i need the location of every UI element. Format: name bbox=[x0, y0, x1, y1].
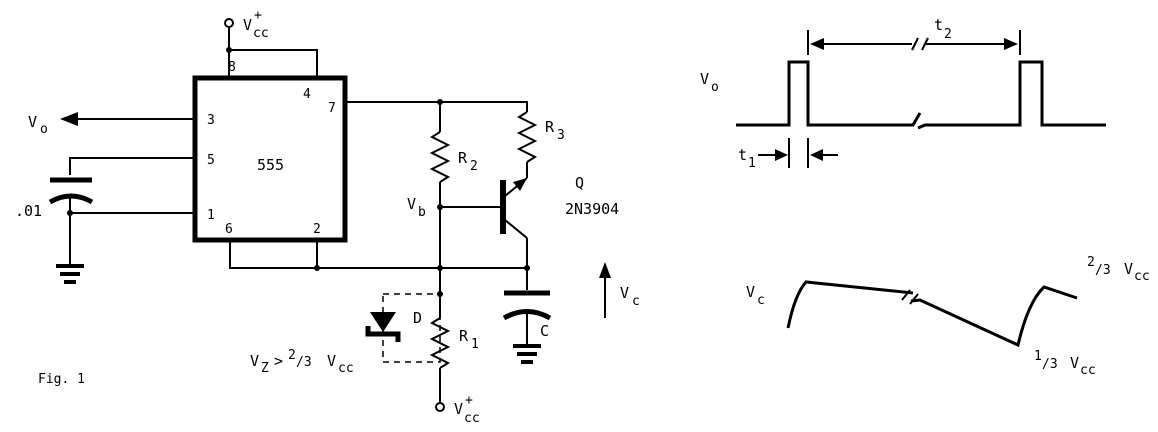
t2-sub: 2 bbox=[944, 27, 952, 42]
vz-tail-sub: cc bbox=[338, 361, 354, 376]
timing-labels: V o t 2 t 1 V c 2 /3 V cc 1 /3 V cc bbox=[700, 16, 1150, 378]
ground-symbol-left bbox=[56, 264, 84, 284]
r3-label: R bbox=[545, 118, 555, 136]
vz-relation: > bbox=[274, 352, 283, 370]
timing-diagrams bbox=[736, 30, 1106, 348]
upper-threshold-num: 2 bbox=[1087, 255, 1095, 270]
vz-tail: V bbox=[327, 352, 336, 370]
vcc-bottom-sub: cc bbox=[464, 411, 480, 426]
vcc-top-label: V bbox=[243, 16, 252, 34]
vz-sub: Z bbox=[261, 361, 269, 376]
pin-1: 1 bbox=[207, 208, 215, 223]
cap-value-label: .01 bbox=[15, 202, 42, 220]
vcc-bottom-label: V bbox=[454, 400, 463, 418]
vc-arrow-sub: c bbox=[632, 294, 640, 309]
vb-label: V bbox=[407, 195, 416, 213]
timing-vo-sub: o bbox=[711, 80, 719, 95]
transistor-part: 2N3904 bbox=[565, 200, 619, 218]
timing-vc-label: V bbox=[746, 283, 755, 301]
r2-label: R bbox=[458, 149, 468, 167]
pin-8: 8 bbox=[228, 60, 236, 75]
vcc-top-sup: + bbox=[254, 8, 262, 23]
vo-output-sub: o bbox=[40, 122, 48, 137]
lower-threshold-den: /3 bbox=[1042, 357, 1058, 372]
timing-vo-label: V bbox=[700, 70, 709, 88]
r1-label: R bbox=[459, 327, 469, 345]
resistor-r1 bbox=[429, 317, 451, 369]
upper-threshold-tail: V bbox=[1124, 260, 1133, 278]
vc-arrow-label: V bbox=[620, 284, 629, 302]
lower-threshold-num: 1 bbox=[1034, 349, 1042, 364]
r1-sub: 1 bbox=[471, 337, 479, 352]
pin-4: 4 bbox=[303, 87, 311, 102]
vb-sub: b bbox=[418, 205, 426, 220]
vcc-top-terminal bbox=[224, 18, 234, 28]
pin-2: 2 bbox=[313, 222, 321, 237]
zener-diode-d bbox=[365, 312, 401, 342]
vc-arrow-head bbox=[599, 262, 611, 278]
cap-001-plate-bottom bbox=[48, 193, 94, 205]
pin-6: 6 bbox=[225, 222, 233, 237]
ground-symbol-right bbox=[513, 344, 541, 364]
zener-dashed-box bbox=[382, 293, 441, 363]
vcc-top-sub: cc bbox=[253, 26, 269, 41]
diode-label: D bbox=[413, 309, 422, 327]
vz-num: 2 bbox=[288, 348, 296, 363]
pin-7: 7 bbox=[328, 101, 336, 116]
vc-waveform bbox=[786, 280, 914, 329]
lower-threshold-tail: V bbox=[1070, 354, 1079, 372]
t1-label: t bbox=[738, 146, 747, 164]
vo-waveform bbox=[736, 60, 922, 127]
t1-sub: 1 bbox=[748, 156, 756, 171]
upper-threshold-den: /3 bbox=[1095, 263, 1111, 278]
schematic bbox=[48, 18, 611, 412]
r2-sub: 2 bbox=[470, 159, 478, 174]
schematic-labels: V + cc 8 4 7 3 5 1 6 2 555 V o .01 R 2 R… bbox=[15, 8, 640, 426]
cap-c-plate-bottom bbox=[502, 309, 552, 321]
vo-output-label: V bbox=[28, 113, 37, 131]
output-arrow bbox=[60, 112, 78, 126]
figure-caption: Fig. 1 bbox=[38, 372, 85, 387]
upper-threshold-sub: cc bbox=[1134, 269, 1150, 284]
vz-den: /3 bbox=[296, 355, 312, 370]
r3-sub: 3 bbox=[557, 128, 565, 143]
transistor-q bbox=[500, 177, 528, 239]
vcc-bottom-terminal bbox=[435, 402, 445, 412]
lower-threshold-sub: cc bbox=[1080, 363, 1096, 378]
vo-waveform-continued bbox=[917, 60, 1106, 130]
pin-3: 3 bbox=[207, 113, 215, 128]
ic-name: 555 bbox=[257, 156, 284, 174]
vc-waveform-continued bbox=[910, 285, 1078, 348]
vz-label: V bbox=[250, 352, 259, 370]
capacitor-label: C bbox=[540, 322, 549, 340]
transistor-name: Q bbox=[575, 174, 584, 192]
t2-label: t bbox=[934, 16, 943, 34]
pin-5: 5 bbox=[207, 153, 215, 168]
resistor-r2 bbox=[429, 131, 451, 183]
vcc-bottom-sup: + bbox=[465, 393, 473, 408]
resistor-r3 bbox=[516, 111, 538, 163]
timing-vc-sub: c bbox=[757, 293, 765, 308]
